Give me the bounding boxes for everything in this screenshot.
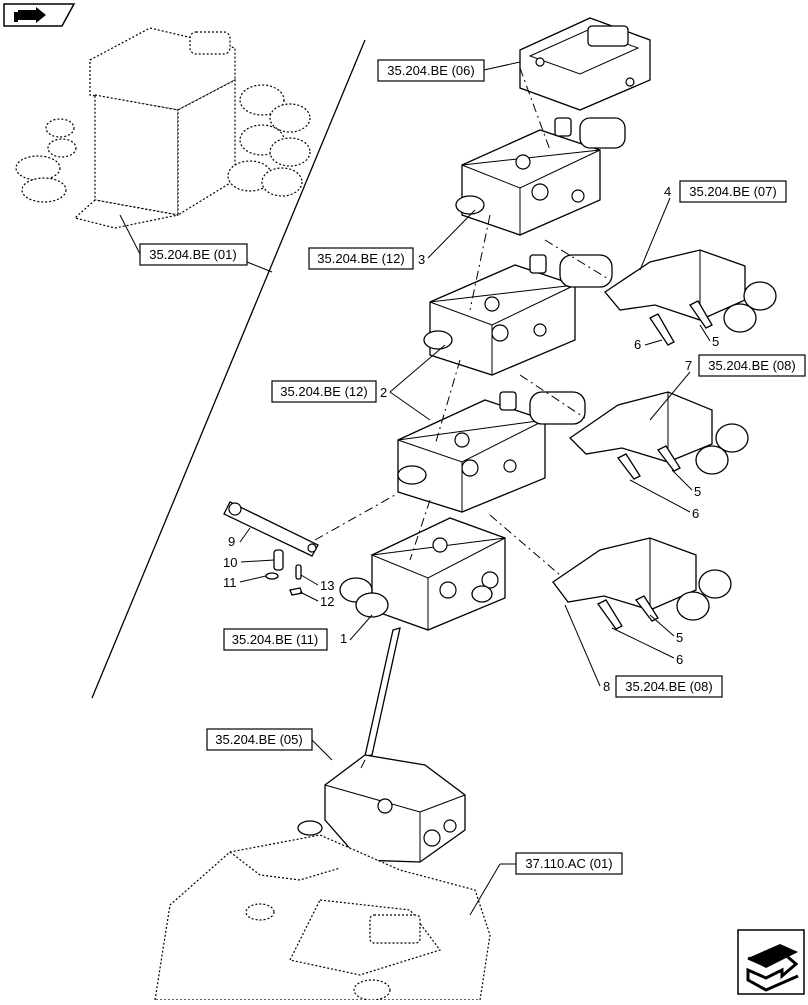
callout-5-mid-label: 5: [694, 484, 701, 499]
tie-rod: [364, 627, 401, 757]
callout-3: 3: [418, 209, 476, 267]
callout-9: 9: [228, 527, 251, 549]
ref-be05-label: 35.204.BE (05): [215, 732, 302, 747]
callout-6-mid: 6: [629, 479, 699, 521]
rear-axle-housing: [154, 834, 491, 1001]
clip: [289, 587, 303, 596]
valve-section-inlet: [339, 517, 506, 631]
callout-10-label: 10: [223, 555, 237, 570]
callout-11-label: 11: [223, 575, 237, 590]
callout-12: 12: [299, 591, 334, 609]
callout-5-top-label: 5: [712, 334, 719, 349]
pin: [273, 549, 284, 571]
ref-be06-label: 35.204.BE (06): [387, 63, 474, 78]
callout-1-label: 1: [340, 631, 347, 646]
callout-7: 7: [649, 358, 692, 421]
callout-3-label: 3: [418, 252, 425, 267]
ref-be08-mid[interactable]: 35.204.BE (08): [698, 354, 806, 377]
callout-5-low: 5: [649, 614, 683, 645]
ref-ac01-label: 37.110.AC (01): [525, 856, 612, 871]
ref-be11[interactable]: 35.204.BE (11): [223, 628, 328, 651]
callout-8-label: 8: [603, 679, 610, 694]
callout-5-low-label: 5: [676, 630, 683, 645]
callout-2-label: 2: [380, 385, 387, 400]
separator-line: [91, 39, 366, 699]
callout-6-top: 6: [634, 337, 663, 352]
callout-6-mid-label: 6: [692, 506, 699, 521]
top-cover-plate: [519, 17, 651, 111]
callout-1: 1: [340, 614, 373, 646]
alignment-lines: [314, 67, 611, 771]
callout-2: 2: [380, 344, 446, 421]
callout-13-label: 13: [320, 578, 334, 593]
ref-be11-label: 35.204.BE (11): [232, 632, 318, 647]
ref-be12-top[interactable]: 35.204.BE (12): [308, 247, 414, 270]
ref-be08-mid-label: 35.204.BE (08): [708, 358, 795, 373]
small-pin: [295, 564, 302, 580]
ref-be01[interactable]: 35.204.BE (01): [119, 214, 273, 273]
ref-be07-label: 35.204.BE (07): [689, 184, 776, 199]
washer: [265, 572, 279, 580]
ref-ac01[interactable]: 37.110.AC (01): [469, 852, 623, 916]
callout-4: 4: [639, 184, 671, 271]
callout-9-label: 9: [228, 534, 235, 549]
callout-10: 10: [223, 555, 275, 570]
ref-be06[interactable]: 35.204.BE (06): [377, 59, 521, 82]
valve-section-middle-b: [397, 391, 586, 513]
callout-6-low: 6: [611, 627, 683, 667]
connector-block-8: [552, 537, 732, 621]
ref-be08-low-label: 35.204.BE (08): [625, 679, 712, 694]
ref-be12-mid[interactable]: 35.204.BE (12): [271, 380, 377, 403]
callout-5-mid: 5: [671, 469, 701, 499]
callout-6-low-label: 6: [676, 652, 683, 667]
callout-4-label: 4: [664, 184, 671, 199]
callout-13: 13: [300, 574, 334, 593]
ref-be01-label: 35.204.BE (01): [149, 247, 236, 262]
ref-be05[interactable]: 35.204.BE (05): [206, 728, 333, 761]
lower-valve-body: [297, 754, 466, 863]
ref-be08-low[interactable]: 35.204.BE (08): [615, 675, 723, 698]
book-arrow-icon[interactable]: [3, 3, 76, 27]
ref-be12-top-label: 35.204.BE (12): [317, 251, 404, 266]
connector-block-7: [568, 391, 749, 475]
callout-5-top: 5: [699, 324, 719, 349]
assembled-valve-overview: [15, 27, 311, 229]
callout-12-label: 12: [320, 594, 334, 609]
valve-section-middle-a: [423, 254, 613, 376]
callout-11: 11: [223, 575, 267, 590]
callout-8: 8: [564, 604, 610, 694]
callout-7-label: 7: [685, 358, 692, 373]
ref-be12-mid-label: 35.204.BE (12): [280, 384, 367, 399]
screws: [597, 300, 713, 630]
ref-be07[interactable]: 35.204.BE (07): [679, 180, 787, 203]
callout-6-top-label: 6: [634, 337, 641, 352]
connector-block-4: [604, 249, 777, 333]
link-arm: [223, 501, 319, 557]
valve-section-top: [455, 117, 626, 236]
next-page-arrow-icon[interactable]: [737, 929, 805, 995]
